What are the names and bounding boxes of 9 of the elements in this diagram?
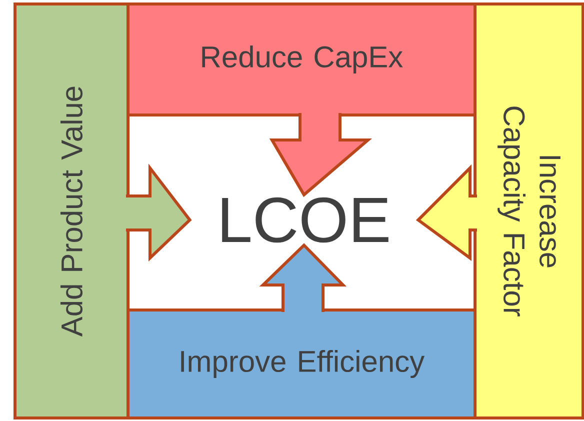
block-arrow	[259, 243, 347, 314]
block-arrow	[124, 164, 192, 262]
panel: Add Product Value	[14, 2, 130, 420]
block-arrow	[269, 112, 372, 198]
panel: Increase Capacity Factor	[474, 2, 584, 420]
panel: Reduce CapEx	[126, 2, 476, 116]
panel: Improve Efficiency	[126, 308, 476, 420]
center-label: LCOE	[222, 197, 388, 243]
block-arrow	[416, 164, 478, 261]
